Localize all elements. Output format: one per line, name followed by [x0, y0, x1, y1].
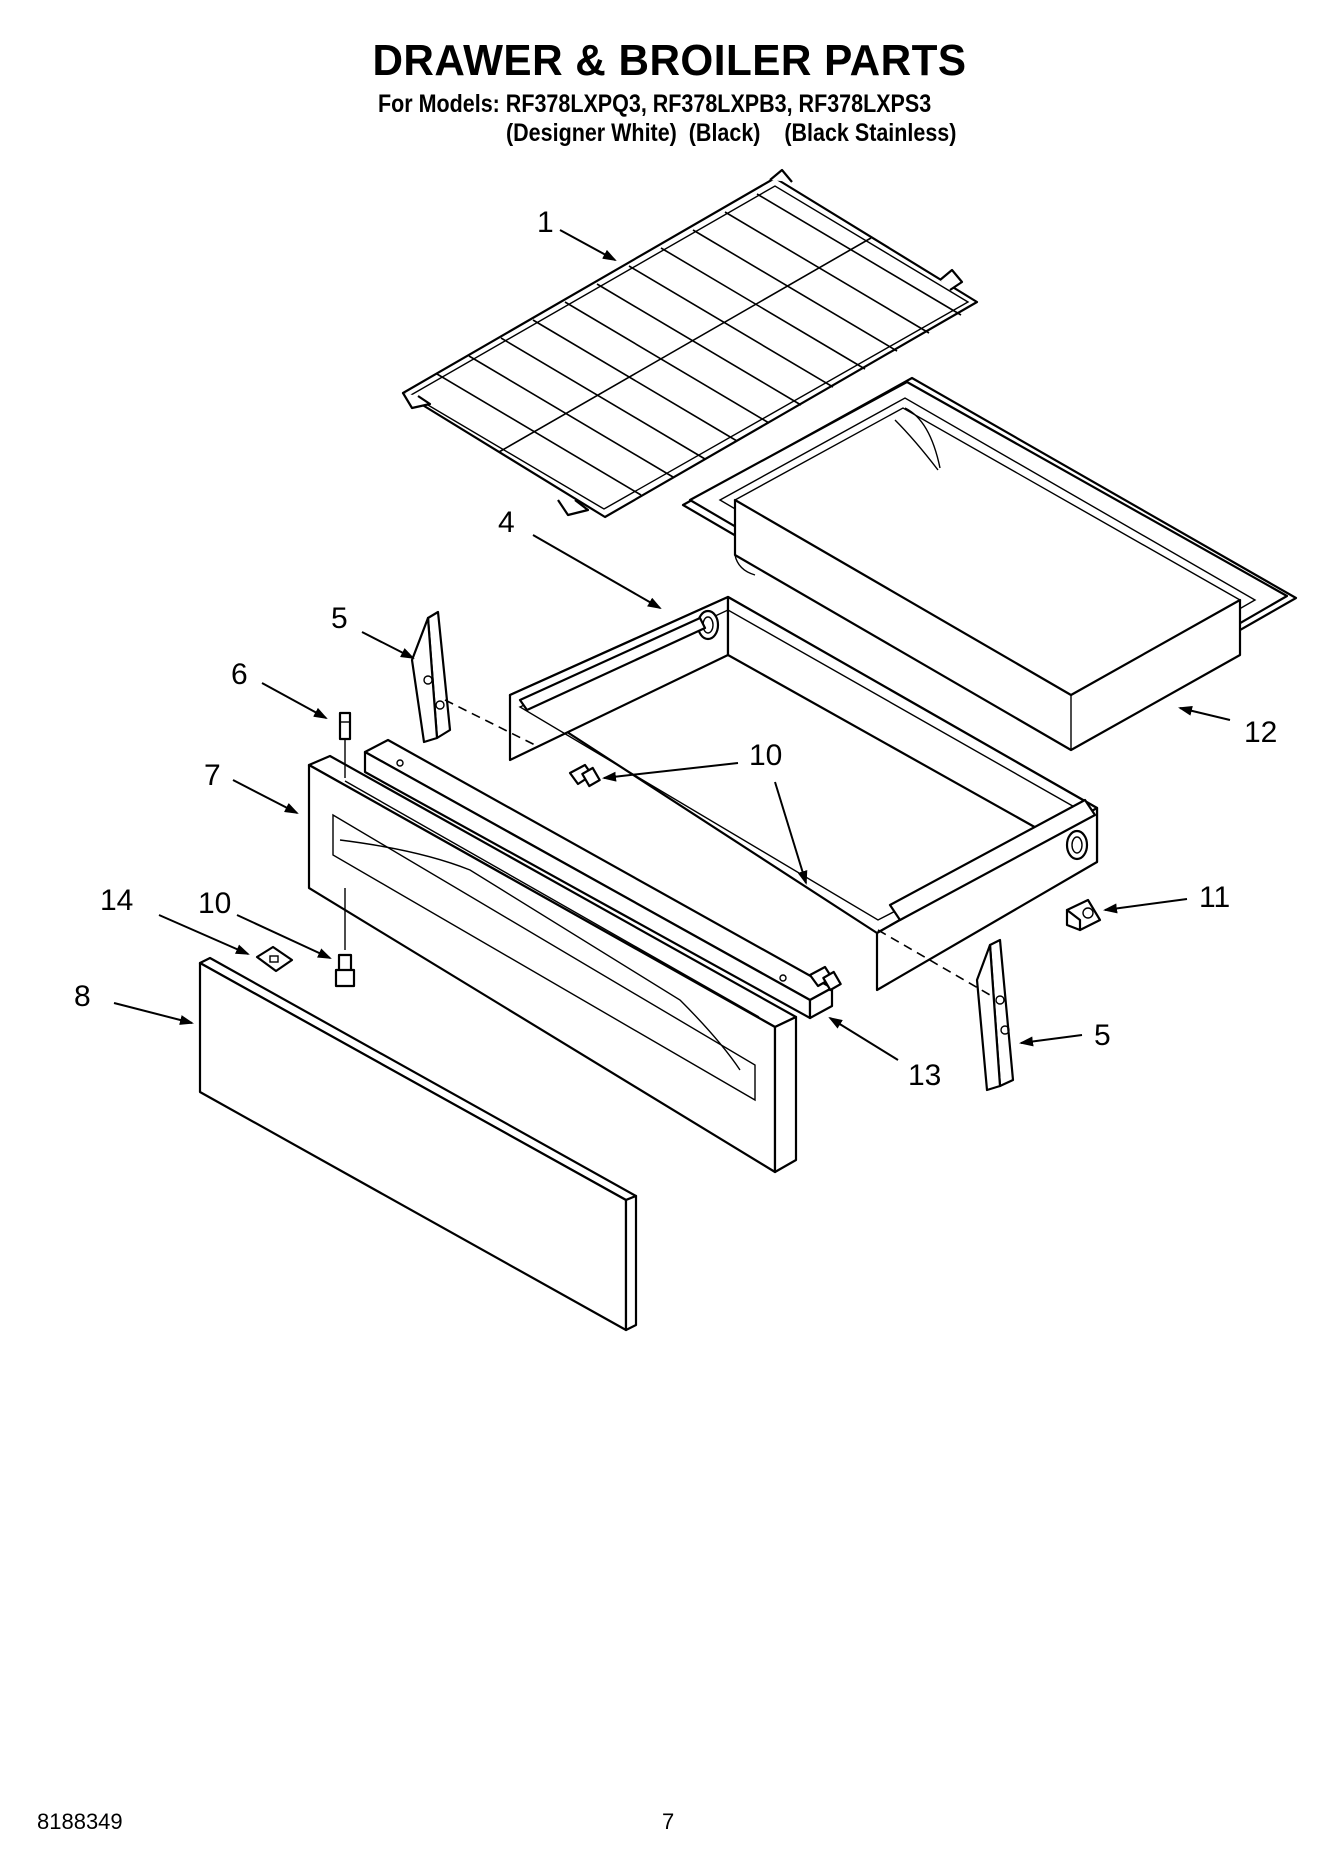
broiler-grid-part: [401, 168, 979, 519]
drawer-slide-right-part: [975, 938, 1015, 1092]
callout-4: 4: [498, 506, 515, 539]
callout-10-center: 10: [749, 739, 782, 772]
screw-part-c: [334, 953, 356, 988]
drawer-inner-panel-part: [307, 754, 798, 1174]
callout-6: 6: [231, 658, 248, 691]
callout-11: 11: [1199, 881, 1230, 914]
callout-12: 12: [1244, 716, 1277, 749]
callout-5-right: 5: [1094, 1019, 1111, 1052]
page-title: DRAWER & BROILER PARTS: [372, 36, 967, 85]
models-line: For Models: RF378LXPQ3, RF378LXPB3, RF37…: [378, 90, 932, 118]
broiler-pan-part: [681, 376, 1298, 752]
callout-7: 7: [204, 759, 221, 792]
clip-part: [255, 945, 294, 973]
stud-part: [338, 711, 352, 778]
drawer-frame-part: [508, 595, 1099, 992]
screw-part-b: [808, 965, 842, 992]
callout-5-left: 5: [331, 602, 348, 635]
page-number: 7: [662, 1809, 675, 1834]
callout-13: 13: [908, 1059, 941, 1092]
document-number: 8188349: [37, 1809, 123, 1834]
callout-1: 1: [537, 206, 554, 239]
screw-part-a: [568, 763, 601, 788]
callout-8: 8: [74, 980, 91, 1013]
colors-line: (Designer White) (Black) (Black Stainles…: [506, 119, 957, 147]
callout-14: 14: [100, 884, 133, 917]
callout-10-left: 10: [198, 887, 231, 920]
drawer-slide-left-part: [410, 610, 452, 744]
drawer-front-panel-part: [198, 956, 638, 1332]
bumper-part: [1065, 898, 1102, 932]
